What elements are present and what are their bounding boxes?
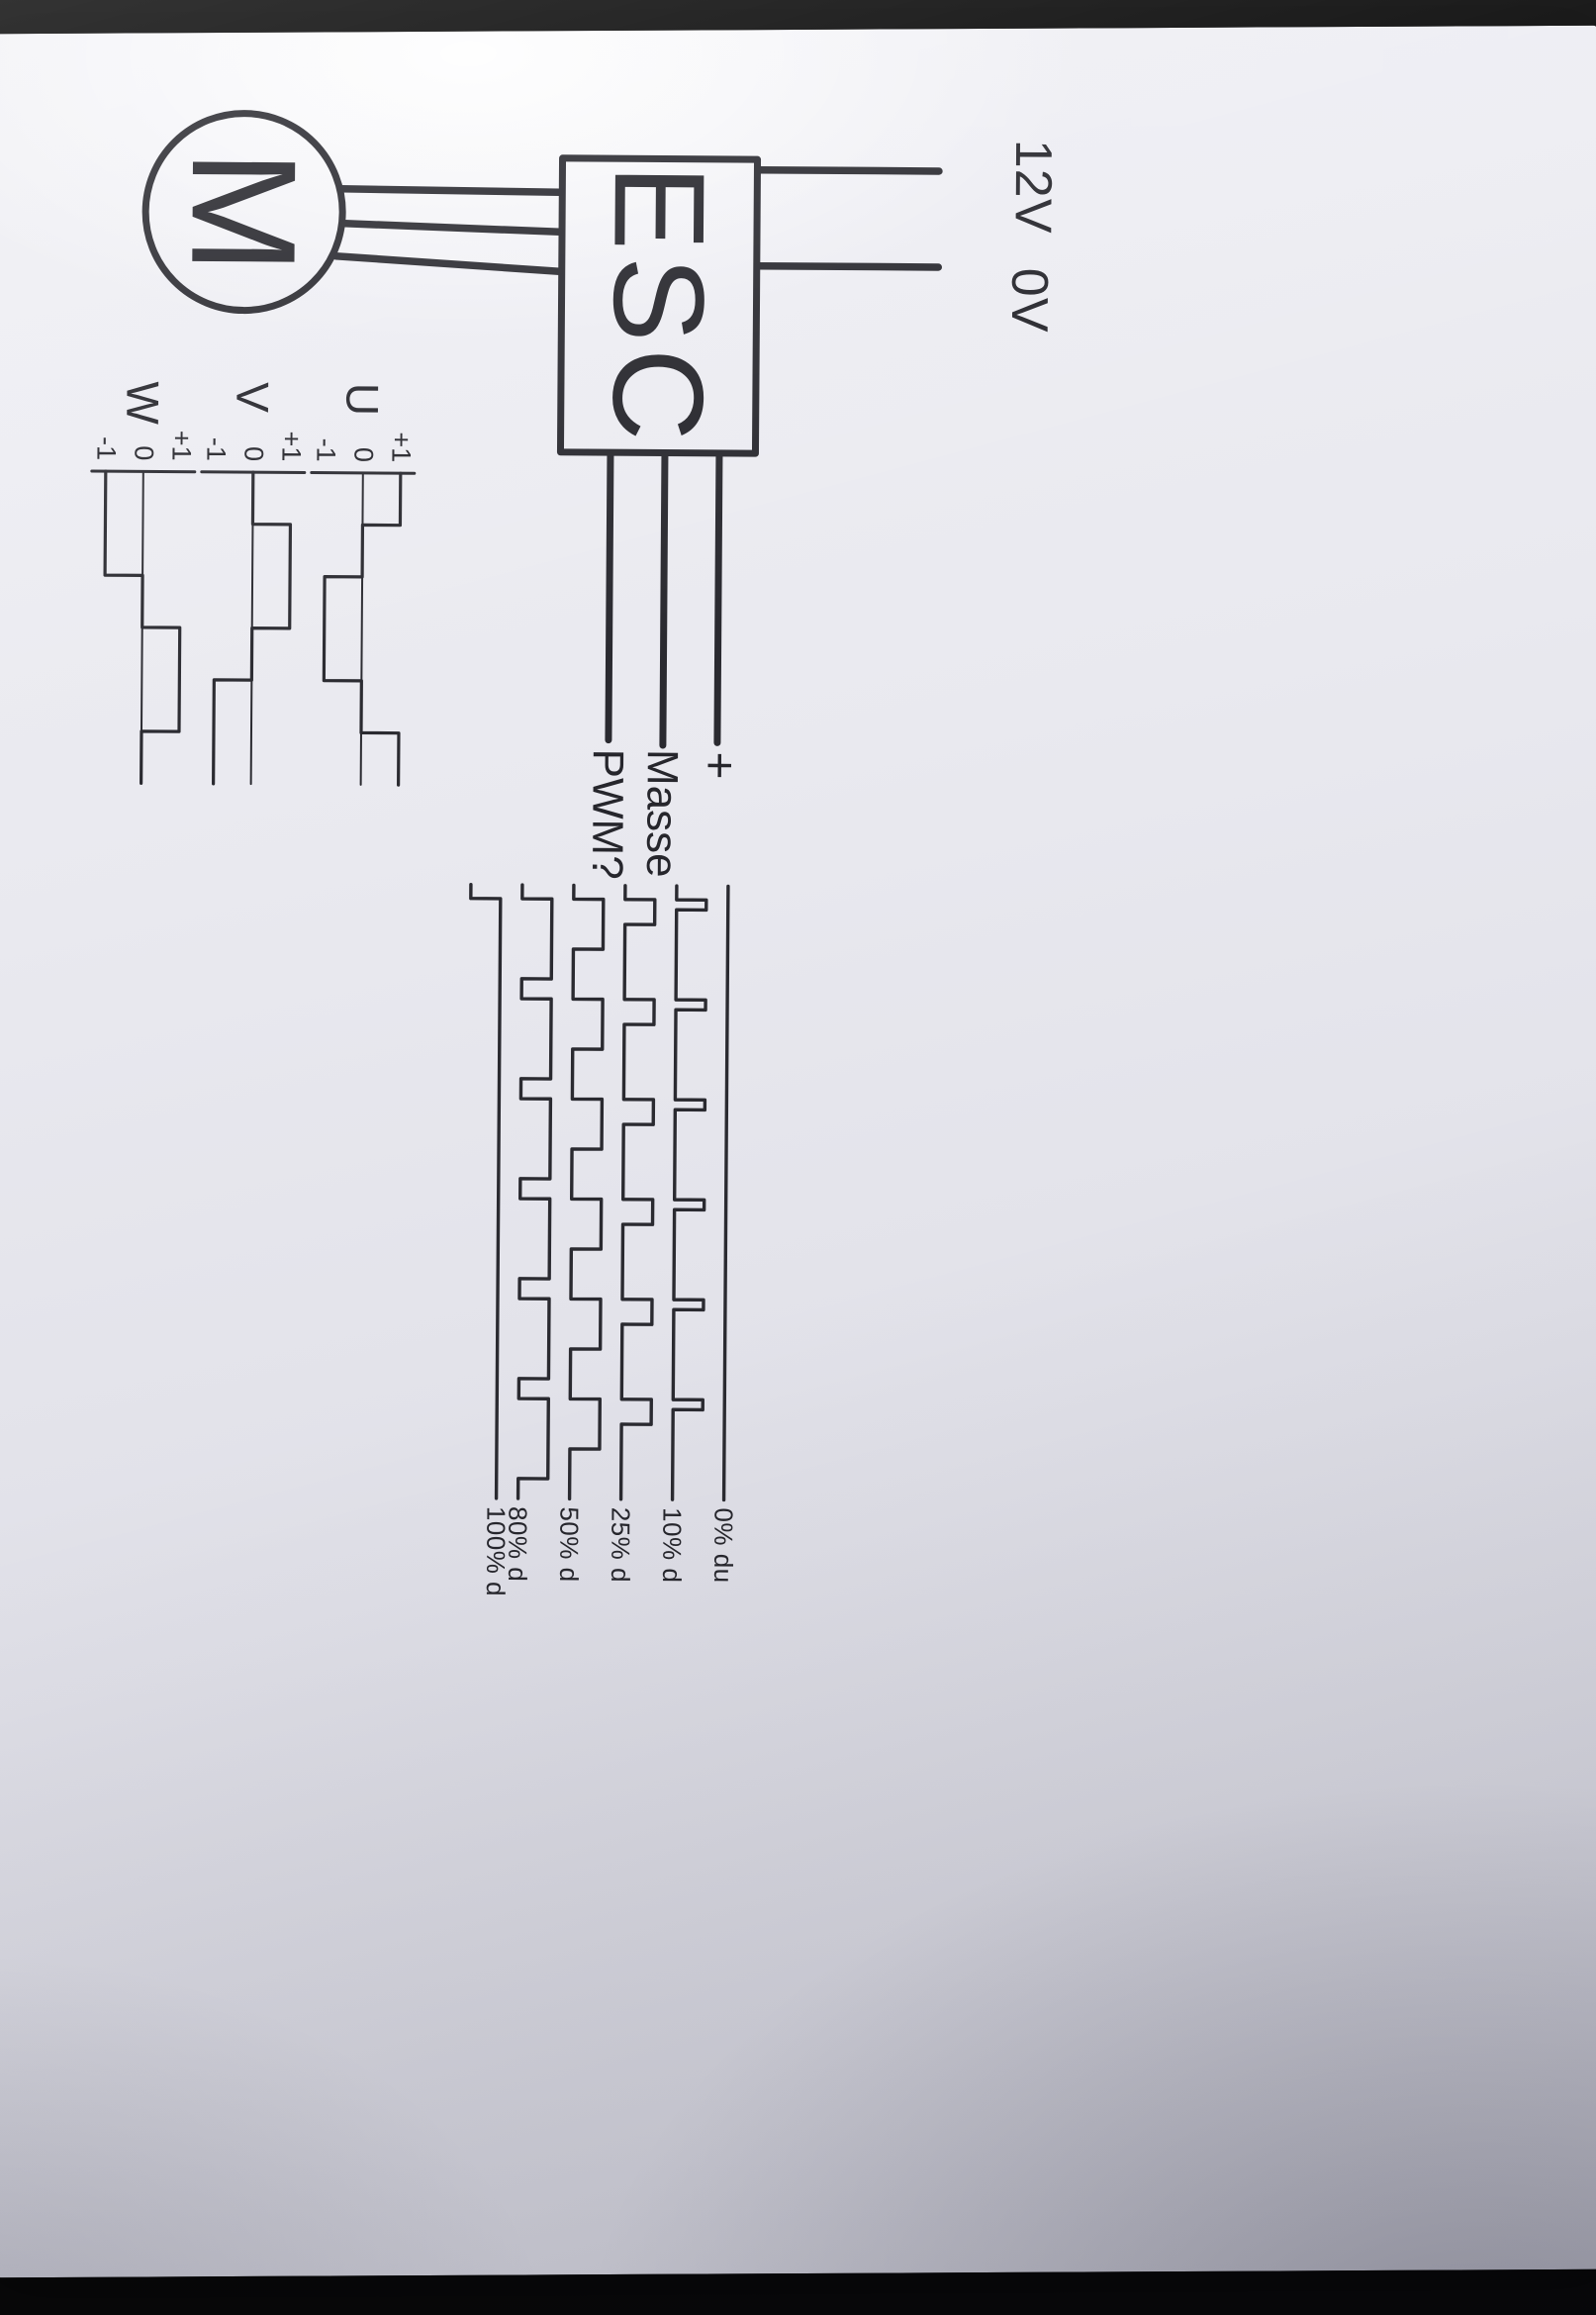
tick-w-zero: 0 <box>129 445 159 461</box>
control-wire-plus <box>713 452 723 746</box>
pwm-trace-50 <box>567 883 606 1501</box>
duty-label-0: 0% du <box>707 1507 739 1584</box>
pwm-trace-100 <box>469 882 503 1500</box>
supply-12v-label: 12V <box>1003 139 1063 235</box>
phase-output-chart <box>90 469 417 787</box>
supply-0v-label: 0V <box>999 267 1059 334</box>
tick-w-plus1: +1 <box>166 430 197 461</box>
esc-box-outline <box>556 154 762 457</box>
wire-plus-label: + <box>693 751 746 780</box>
phase-wave-W <box>103 469 182 785</box>
pwm-duty-chart <box>469 882 730 1502</box>
duty-label-100: 100% d <box>480 1505 512 1597</box>
supply-wire-0v <box>754 261 943 271</box>
tick-u-zero: 0 <box>348 446 379 463</box>
wire-pwm-label: PWM? <box>582 748 632 880</box>
wire-masse-label: Masse <box>636 748 687 878</box>
phase-label-u: U <box>336 382 389 417</box>
tick-v-zero: 0 <box>238 446 269 462</box>
control-wire-pwm <box>605 452 614 744</box>
control-wire-masse <box>659 452 669 749</box>
pwm-trace-80 <box>516 883 554 1500</box>
motor-phase-wire-1 <box>337 184 564 197</box>
motor-phase-wire-2 <box>340 220 564 237</box>
motor-phase-wire-3 <box>331 251 563 276</box>
phase-wave-V <box>212 470 293 786</box>
wiring-layer <box>90 110 943 1502</box>
tick-v-minus1: -1 <box>201 436 232 461</box>
phase-zeroline-U <box>359 471 364 786</box>
tick-u-minus1: -1 <box>311 437 341 462</box>
duty-label-50: 50% d <box>553 1506 585 1583</box>
pwm-trace-0 <box>721 884 730 1502</box>
motor-label: M <box>160 148 329 275</box>
diagram-canvas: 12V 0V ESC M + Masse PWM? 0% du 10% d 25… <box>24 39 1573 2276</box>
pwm-trace-25 <box>618 884 657 1501</box>
phase-label-v: V <box>227 381 279 413</box>
esc-label: ESC <box>586 163 732 448</box>
tick-w-minus1: -1 <box>91 435 122 461</box>
pwm-trace-10 <box>670 884 708 1501</box>
tick-u-plus1: +1 <box>386 432 417 463</box>
duty-label-10: 10% d <box>656 1507 688 1584</box>
motor-circle-outline <box>141 110 346 315</box>
tick-v-plus1: +1 <box>276 431 307 462</box>
phase-wave-U <box>322 471 403 787</box>
supply-wire-12v <box>755 165 943 175</box>
duty-label-25: 25% d <box>605 1506 636 1584</box>
